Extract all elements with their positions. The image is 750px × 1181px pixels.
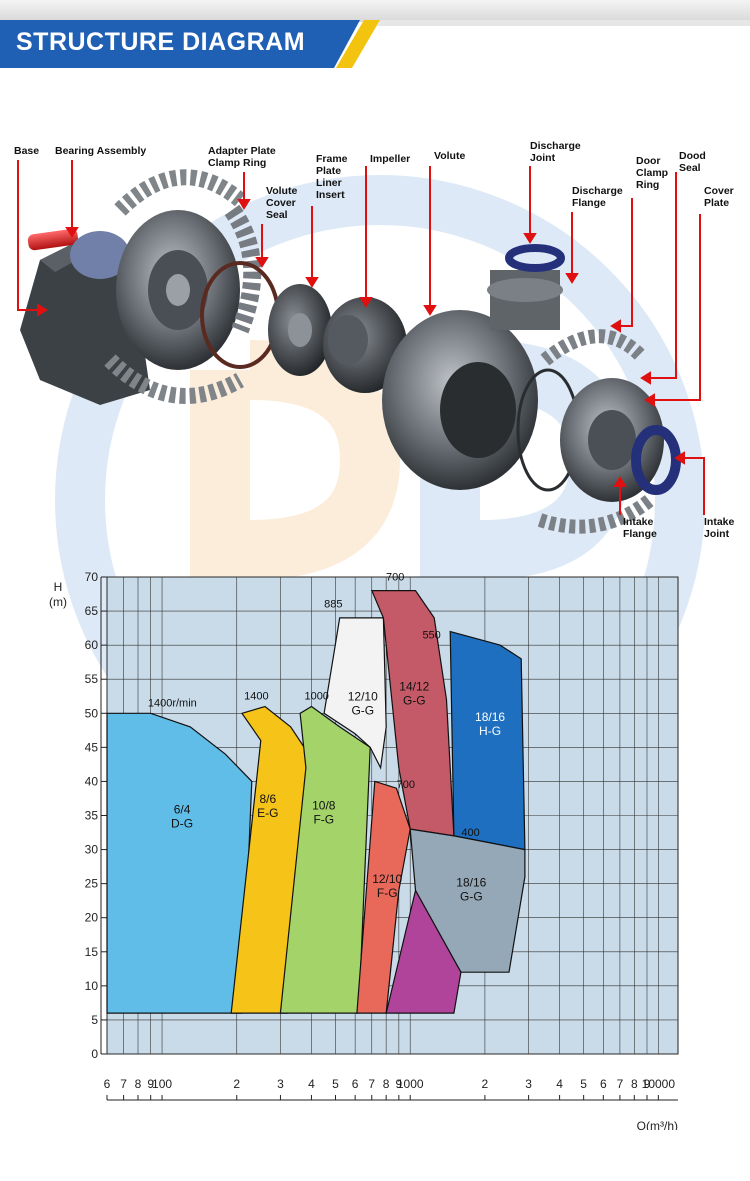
region-0 — [106, 712, 253, 1014]
x-tick-label: 9 — [644, 1077, 651, 1091]
y-tick-label: 20 — [85, 911, 99, 925]
speed-label: 1400 — [244, 691, 268, 703]
label-cover-plate: Cover Plate — [704, 185, 734, 209]
y-tick-label: 55 — [85, 672, 99, 686]
region-label: F-G — [313, 813, 334, 827]
label-volute: Volute — [434, 150, 466, 162]
y-tick-label: 45 — [85, 740, 99, 754]
label-frame-plate-liner-insert: Frame Plate Liner Insert — [316, 153, 348, 201]
x-tick-label: 8 — [135, 1077, 142, 1091]
x-tick-label: 5 — [332, 1077, 339, 1091]
region-label: E-G — [257, 806, 278, 820]
region-8 — [385, 888, 462, 1014]
label-discharge-joint: Discharge Joint — [530, 140, 581, 164]
y-tick-label: 15 — [85, 945, 99, 959]
label-leader-lines — [17, 160, 705, 515]
label-bearing-assembly: Bearing Assembly — [55, 145, 147, 157]
x-tick-label: 5 — [580, 1077, 587, 1091]
x-tick-label: 7 — [120, 1077, 127, 1091]
region-label: 8/6 — [259, 792, 276, 806]
region-label: G-G — [403, 694, 426, 708]
y-tick-label: 30 — [85, 843, 99, 857]
pump-exploded-view — [17, 160, 705, 534]
x-tick-label: 3 — [277, 1077, 284, 1091]
label-intake-joint: Intake Joint — [704, 516, 735, 540]
region-3 — [323, 617, 387, 770]
label-base: Base — [14, 145, 40, 157]
region-label: G-G — [460, 889, 483, 903]
door-clamp-ring-part — [540, 329, 645, 366]
region-5 — [370, 590, 455, 837]
region-label: 6/4 — [174, 802, 191, 816]
page-title: STRUCTURE DIAGRAM — [16, 28, 306, 56]
x-tick-label: 8 — [631, 1077, 638, 1091]
lower-clamp-ring — [537, 494, 655, 534]
discharge-joint-part — [505, 244, 565, 272]
x-tick-label: 6 — [352, 1077, 359, 1091]
x-tick-label: 6 — [600, 1077, 607, 1091]
y-axis-label: (m) — [49, 595, 67, 609]
speed-label: 400 — [461, 827, 479, 839]
x-tick-label: 6 — [104, 1077, 111, 1091]
region-label: 12/10 — [348, 690, 378, 704]
intake-joint-part — [631, 425, 681, 495]
speed-label: 1400r/min — [148, 697, 197, 709]
x-tick-label: 4 — [556, 1077, 563, 1091]
x-tick-label: 8 — [383, 1077, 390, 1091]
y-tick-label: 65 — [85, 604, 99, 618]
performance-chart: 05101520253035404550556065706/4D-G8/6E-G… — [49, 570, 679, 1130]
top-strip — [0, 0, 750, 22]
x-tick-label: 9 — [396, 1077, 403, 1091]
volute-part — [382, 270, 563, 490]
region-label: 18/16 — [475, 710, 505, 724]
x-tick-label: 100 — [152, 1077, 172, 1091]
region-label: 18/16 — [456, 875, 486, 889]
label-discharge-flange: Discharge Flange — [572, 185, 623, 209]
impeller-part — [323, 297, 407, 393]
label-dood-seal: Dood Seal — [679, 150, 706, 174]
y-tick-label: 40 — [85, 774, 99, 788]
x-tick-label: 7 — [368, 1077, 375, 1091]
region-label: G-G — [351, 704, 374, 718]
x-tick-label: 10000 — [642, 1077, 676, 1091]
x-tick-label: 7 — [617, 1077, 624, 1091]
y-tick-label: 50 — [85, 706, 99, 720]
y-tick-label: 0 — [91, 1047, 98, 1061]
speed-label: 550 — [422, 629, 440, 641]
y-tick-label: 10 — [85, 979, 99, 993]
frame-plate-part — [104, 169, 246, 404]
speed-label: 1000 — [304, 691, 328, 703]
x-tick-label: 1000 — [397, 1077, 424, 1091]
label-adapter-plate-clamp-ring: Adapter Plate Clamp Ring — [208, 145, 276, 169]
x-tick-label: 4 — [308, 1077, 315, 1091]
region-label: D-G — [171, 816, 193, 830]
label-impeller: Impeller — [370, 153, 411, 165]
region-6 — [449, 630, 526, 851]
region-label: 12/10 — [372, 872, 402, 886]
region-label: H-G — [479, 724, 501, 738]
y-tick-label: 35 — [85, 809, 99, 823]
y-tick-label: 60 — [85, 638, 99, 652]
label-volute-cover-seal: Volute Cover Seal — [266, 185, 298, 221]
y-tick-label: 25 — [85, 877, 99, 891]
speed-label: 700 — [386, 571, 404, 583]
y-axis-label: H — [54, 580, 63, 594]
title-banner — [0, 20, 750, 68]
y-tick-label: 70 — [85, 570, 99, 584]
x-tick-label: 3 — [525, 1077, 532, 1091]
label-intake-flange: Intake Flange — [623, 516, 657, 540]
region-label: 10/8 — [312, 799, 336, 813]
x-axis-label: Q(m³/h) — [637, 1119, 678, 1130]
region-label: F-G — [377, 886, 398, 900]
x-tick-label: 9 — [147, 1077, 154, 1091]
region-label: 14/12 — [399, 680, 429, 694]
y-tick-label: 5 — [91, 1013, 98, 1027]
speed-label: 700 — [397, 779, 415, 791]
liner-insert-part — [268, 284, 332, 376]
x-tick-label: 2 — [482, 1077, 489, 1091]
speed-label: 885 — [324, 599, 342, 611]
label-door-clamp-ring: Door Clamp Ring — [636, 155, 669, 191]
x-tick-label: 2 — [233, 1077, 240, 1091]
